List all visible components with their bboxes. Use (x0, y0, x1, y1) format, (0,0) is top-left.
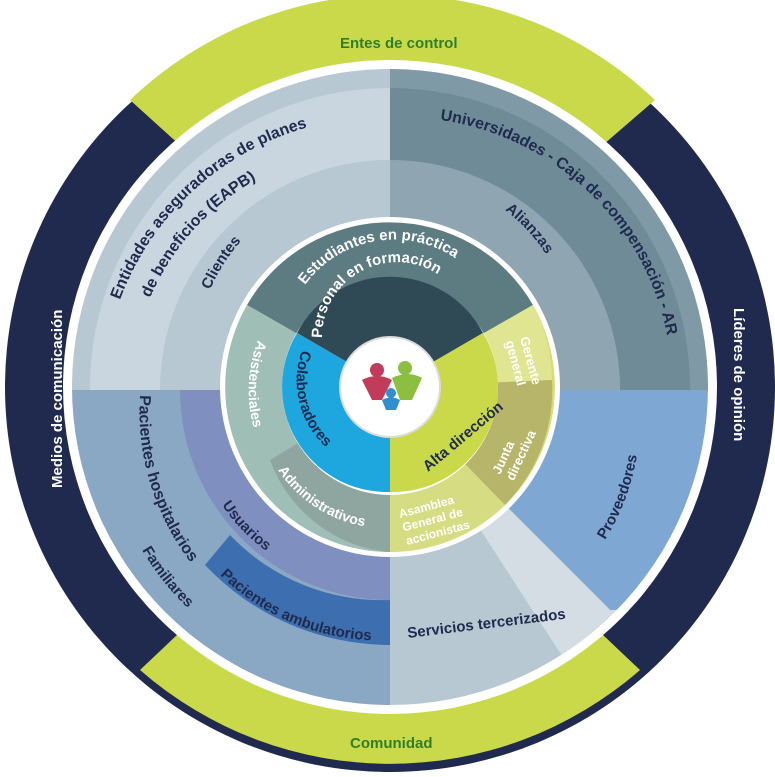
ambulatorios-band (205, 535, 390, 645)
clientes-outer-band (89, 88, 391, 390)
label-entes: Entes de control (340, 35, 458, 52)
label-medios: Medios de comunicación (49, 310, 66, 488)
logo-figures-icon (362, 361, 422, 410)
core-personal (297, 276, 483, 387)
label-lideres: Líderes de opinión (730, 308, 747, 441)
center-logo-disc (339, 336, 441, 438)
alianzas-outer-band (390, 87, 691, 390)
label-comunidad: Comunidad (350, 735, 433, 752)
